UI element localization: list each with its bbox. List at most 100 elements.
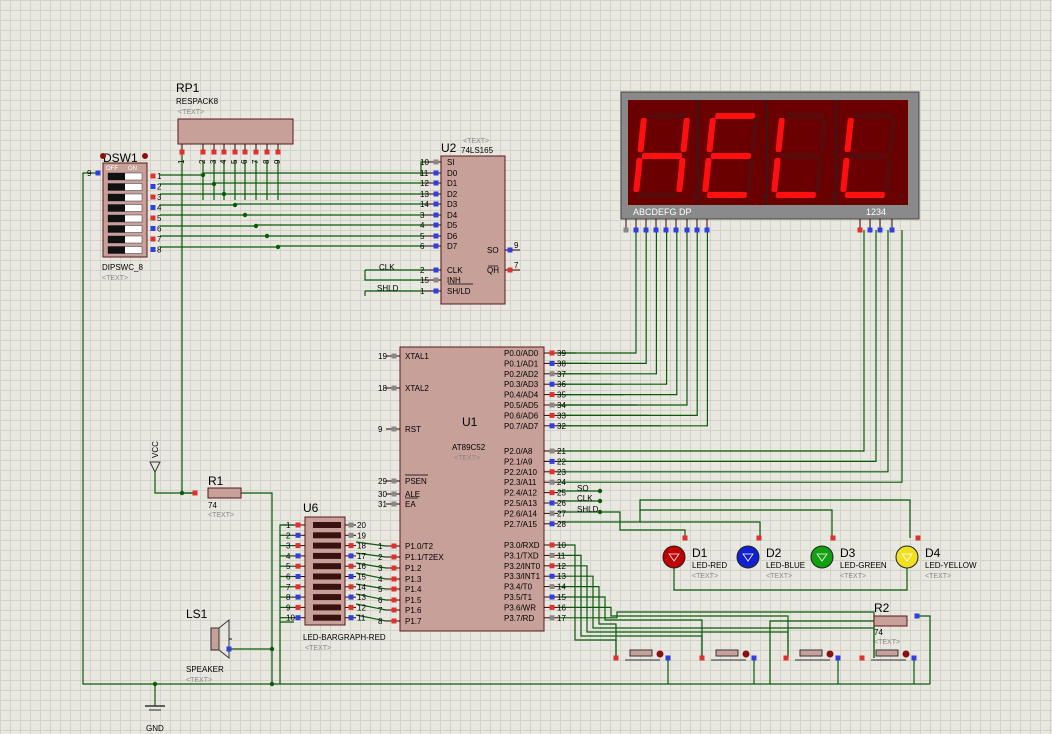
pin-terminal[interactable] xyxy=(179,149,185,155)
pin-terminal[interactable] xyxy=(242,149,248,155)
pin-terminal[interactable] xyxy=(295,615,301,621)
pin-terminal[interactable] xyxy=(150,226,156,231)
pin-terminal[interactable] xyxy=(507,247,513,253)
pin-terminal[interactable] xyxy=(549,594,555,600)
dip-switch-toggle[interactable] xyxy=(108,236,125,243)
pin-terminal[interactable] xyxy=(391,565,397,571)
pin-terminal[interactable] xyxy=(433,201,439,207)
pin-terminal[interactable] xyxy=(549,573,555,579)
pin-terminal[interactable] xyxy=(756,535,762,541)
r2-body[interactable] xyxy=(873,615,908,627)
pin-terminal[interactable] xyxy=(665,655,671,661)
pin-terminal[interactable] xyxy=(391,491,397,497)
pin-terminal[interactable] xyxy=(192,490,198,496)
pin-terminal[interactable] xyxy=(295,594,301,600)
pin-terminal[interactable] xyxy=(699,655,705,661)
pin-terminal[interactable] xyxy=(348,615,354,621)
pin-terminal[interactable] xyxy=(221,149,227,155)
pin-terminal[interactable] xyxy=(253,149,259,155)
pin-terminal[interactable] xyxy=(549,500,555,506)
push-button[interactable] xyxy=(629,649,653,657)
pin-terminal[interactable] xyxy=(549,510,555,516)
pin-terminal[interactable] xyxy=(549,360,555,366)
pin-terminal[interactable] xyxy=(391,618,397,624)
pin-terminal[interactable] xyxy=(391,353,397,359)
pin-terminal[interactable] xyxy=(549,402,555,408)
pin-terminal[interactable] xyxy=(391,478,397,484)
pin-terminal[interactable] xyxy=(914,613,920,619)
pin-terminal[interactable] xyxy=(889,227,895,233)
pin-terminal[interactable] xyxy=(391,607,397,613)
pin-terminal[interactable] xyxy=(549,479,555,485)
pin-terminal[interactable] xyxy=(835,655,841,661)
pin-terminal[interactable] xyxy=(433,212,439,218)
pin-terminal[interactable] xyxy=(549,381,555,387)
pin-terminal[interactable] xyxy=(391,576,397,582)
pin-terminal[interactable] xyxy=(549,392,555,398)
pin-terminal[interactable] xyxy=(348,594,354,600)
pin-terminal[interactable] xyxy=(911,655,917,661)
pin-terminal[interactable] xyxy=(226,646,232,652)
push-button[interactable] xyxy=(799,649,823,657)
pin-terminal[interactable] xyxy=(95,170,101,176)
pin-terminal[interactable] xyxy=(348,584,354,590)
pin-terminal[interactable] xyxy=(295,574,301,579)
pin-terminal[interactable] xyxy=(549,563,555,569)
pin-terminal[interactable] xyxy=(391,385,397,391)
pin-terminal[interactable] xyxy=(694,227,700,233)
pin-terminal[interactable] xyxy=(549,552,555,558)
pin-terminal[interactable] xyxy=(391,586,397,592)
pin-terminal[interactable] xyxy=(433,191,439,197)
rp1-body[interactable] xyxy=(177,118,294,145)
push-button[interactable] xyxy=(875,649,899,657)
pin-terminal[interactable] xyxy=(348,543,354,549)
pin-terminal[interactable] xyxy=(264,149,270,155)
pin-terminal[interactable] xyxy=(295,522,301,528)
pin-terminal[interactable] xyxy=(150,184,156,189)
led-led-yellow[interactable] xyxy=(895,545,919,569)
pin-terminal[interactable] xyxy=(433,159,439,165)
pin-terminal[interactable] xyxy=(549,615,555,621)
pin-terminal[interactable] xyxy=(673,227,679,233)
dip-switch-toggle[interactable] xyxy=(108,194,125,201)
pin-terminal[interactable] xyxy=(433,222,439,228)
pin-terminal[interactable] xyxy=(613,655,619,661)
pin-terminal[interactable] xyxy=(391,543,397,549)
pin-terminal[interactable] xyxy=(433,243,439,249)
pin-terminal[interactable] xyxy=(433,288,439,294)
pin-terminal[interactable] xyxy=(663,227,669,233)
pin-terminal[interactable] xyxy=(348,553,354,559)
pin-terminal[interactable] xyxy=(549,490,555,496)
pin-terminal[interactable] xyxy=(783,655,789,661)
pin-terminal[interactable] xyxy=(348,522,354,528)
pin-terminal[interactable] xyxy=(211,149,217,155)
led-led-green[interactable] xyxy=(810,545,834,569)
dip-switch-toggle[interactable] xyxy=(108,183,125,191)
pin-terminal[interactable] xyxy=(549,350,555,356)
pin-terminal[interactable] xyxy=(433,233,439,239)
pin-terminal[interactable] xyxy=(751,655,757,661)
pin-terminal[interactable] xyxy=(684,227,690,233)
pin-terminal[interactable] xyxy=(433,180,439,186)
pin-terminal[interactable] xyxy=(643,227,649,233)
dip-switch-toggle[interactable] xyxy=(108,215,125,222)
pin-terminal[interactable] xyxy=(507,267,513,273)
pin-terminal[interactable] xyxy=(391,426,397,432)
led-led-blue[interactable] xyxy=(736,545,760,569)
pin-terminal[interactable] xyxy=(549,423,555,429)
pin-terminal[interactable] xyxy=(150,205,156,210)
pin-terminal[interactable] xyxy=(830,535,836,541)
pin-terminal[interactable] xyxy=(915,535,921,541)
pin-terminal[interactable] xyxy=(295,563,301,569)
pin-terminal[interactable] xyxy=(295,584,301,590)
pin-terminal[interactable] xyxy=(200,149,206,155)
pin-terminal[interactable] xyxy=(549,521,555,527)
u2-body[interactable] xyxy=(440,155,506,305)
pin-terminal[interactable] xyxy=(348,563,354,569)
pin-terminal[interactable] xyxy=(348,604,354,610)
pin-terminal[interactable] xyxy=(295,553,301,559)
dip-switch-toggle[interactable] xyxy=(108,173,125,180)
pin-terminal[interactable] xyxy=(549,604,555,610)
dip-switch-toggle[interactable] xyxy=(108,246,125,254)
